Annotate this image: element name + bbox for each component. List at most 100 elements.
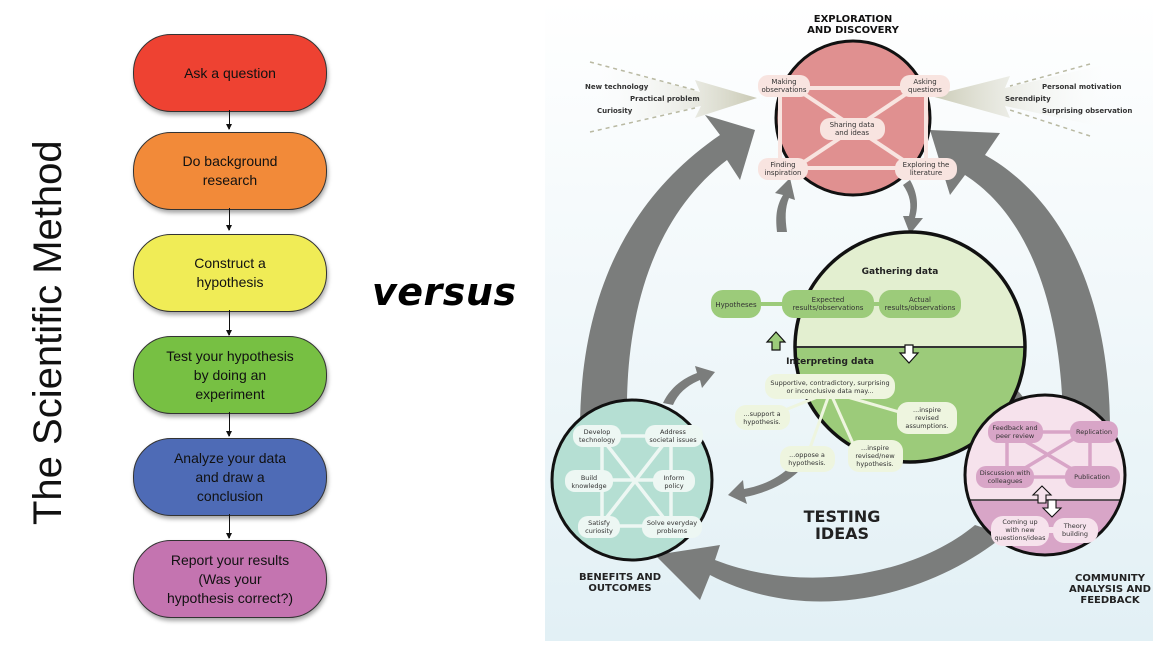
- node-expected-results: results/observations: [793, 304, 864, 312]
- node-actual-results: Actual: [909, 296, 931, 304]
- input-serendipity: Serendipity: [1005, 95, 1051, 103]
- input-curiosity: Curiosity: [597, 107, 633, 115]
- node-revised-hypothesis: revised/new: [855, 452, 895, 460]
- node-address-societal-issues: Address: [660, 428, 686, 436]
- arrow-testing-to-exploration: [775, 178, 795, 232]
- gathering-data-title: Gathering data: [862, 267, 939, 277]
- step-label: Analyze your data and draw a conclusion: [173, 449, 287, 504]
- input-new-technology: New technology: [585, 83, 649, 91]
- node-support-hypothesis: ...support a: [743, 410, 780, 418]
- step-label: Do background research: [182, 153, 278, 188]
- scientific-method-title: The Scientific Method: [26, 140, 70, 525]
- community-title: FEEDBACK: [1080, 595, 1140, 606]
- node-satisfy-curiosity: Satisfy: [588, 519, 610, 527]
- step-construct-hypothesis: Construct a hypothesis: [133, 234, 327, 312]
- node-publication: Publication: [1074, 473, 1110, 481]
- exploration-title: EXPLORATION: [814, 14, 892, 25]
- arrow-testing-to-benefits: [728, 465, 800, 504]
- step-background-research: Do background research: [133, 132, 327, 210]
- big-cycle-arrows: [580, 115, 1110, 602]
- up-arrow-icon: [1031, 485, 1053, 504]
- node-revised-hypothesis: ...inspire: [861, 444, 889, 452]
- community-title: COMMUNITY: [1075, 573, 1146, 584]
- node-expected-results: Expected: [812, 296, 845, 304]
- connector-arrow: [226, 412, 232, 437]
- node-inform-policy: Inform: [663, 474, 684, 482]
- arrow-exploration-to-testing: [903, 180, 923, 234]
- science-flowchart-panel: New technology Practical problem Curiosi…: [545, 0, 1153, 641]
- node-develop-technology: Develop: [584, 428, 611, 436]
- community-title: ANALYSIS AND: [1069, 584, 1151, 595]
- right-inputs: Personal motivation Serendipity Surprisi…: [931, 62, 1132, 137]
- left-input-arrow: [590, 62, 757, 130]
- testing-ideas-title: TESTING: [804, 507, 881, 526]
- step-ask-question: Ask a question: [133, 34, 327, 112]
- node-interpret-center: or inconclusive data may...: [786, 387, 873, 395]
- input-practical-problem: Practical problem: [630, 95, 700, 103]
- node-oppose-hypothesis: hypothesis.: [788, 459, 825, 467]
- down-arrow-icon: [898, 344, 920, 364]
- node-asking-questions: questions: [908, 86, 942, 94]
- node-sharing-data: Sharing data: [830, 121, 875, 129]
- benefits-title: OUTCOMES: [588, 583, 651, 594]
- node-making-observations: Making: [771, 78, 796, 86]
- step-label: Test your hypothesis by doing an experim…: [166, 347, 294, 402]
- node-interpret-center: Supportive, contradictory, surprising: [770, 379, 889, 387]
- benefits-circle: Develop technology Address societal issu…: [550, 398, 714, 594]
- up-arrow-icon: [765, 331, 787, 351]
- node-feedback-peer-review: Feedback and: [992, 424, 1037, 432]
- node-replication: Replication: [1076, 428, 1112, 436]
- node-feedback-peer-review: peer review: [996, 432, 1035, 440]
- versus-label: versus: [372, 270, 517, 314]
- node-solve-everyday-problems: problems: [657, 527, 688, 535]
- node-revised-assumptions: assumptions.: [905, 422, 948, 430]
- node-support-hypothesis: hypothesis.: [743, 418, 780, 426]
- connector-arrow: [226, 310, 232, 336]
- node-build-knowledge: knowledge: [571, 482, 606, 490]
- node-revised-hypothesis: hypothesis.: [856, 460, 893, 468]
- node-sharing-data: and ideas: [835, 129, 869, 137]
- step-label: Report your results (Was your hypothesis…: [166, 551, 294, 606]
- node-develop-technology: technology: [579, 436, 615, 444]
- node-inform-policy: policy: [664, 482, 683, 490]
- down-arrow-icon: [1041, 499, 1063, 518]
- node-coming-up-with-questions: Coming up: [1002, 518, 1037, 526]
- connector-arrow: [226, 514, 232, 539]
- node-exploring-literature: Exploring the: [903, 161, 950, 169]
- node-build-knowledge: Build: [581, 474, 597, 482]
- node-address-societal-issues: societal issues: [649, 436, 697, 444]
- arrow-benefits-to-exploration: [580, 115, 755, 430]
- node-theory-building: building: [1062, 530, 1088, 538]
- node-satisfy-curiosity: curiosity: [585, 527, 613, 535]
- step-label: Construct a hypothesis: [194, 255, 266, 290]
- step-test-hypothesis: Test your hypothesis by doing an experim…: [133, 336, 327, 414]
- left-inputs: New technology Practical problem Curiosi…: [585, 61, 757, 133]
- connector-arrow: [226, 208, 232, 231]
- node-asking-questions: Asking: [913, 78, 936, 86]
- right-input-arrow: [931, 62, 1115, 130]
- arrow-community-to-benefits: [655, 525, 1005, 602]
- node-exploring-literature: literature: [910, 169, 942, 177]
- arrow-community-to-exploration: [930, 130, 1110, 430]
- input-personal-motivation: Personal motivation: [1042, 83, 1122, 91]
- node-solve-everyday-problems: Solve everyday: [647, 519, 697, 527]
- testing-ideas-title: IDEAS: [815, 524, 869, 543]
- arrow-benefits-to-testing: [663, 366, 715, 405]
- node-hypotheses: Hypotheses: [715, 301, 757, 309]
- node-coming-up-with-questions: questions/ideas: [995, 534, 1047, 542]
- node-finding-inspiration: Finding: [770, 161, 795, 169]
- step-label: Ask a question: [184, 64, 276, 81]
- node-discussion-colleagues: Discussion with: [980, 469, 1030, 477]
- node-finding-inspiration: inspiration: [765, 169, 802, 177]
- node-revised-assumptions: revised: [915, 414, 939, 422]
- node-revised-assumptions: ...inspire: [913, 406, 941, 414]
- community-circle: Feedback and peer review Replication Dis…: [963, 393, 1151, 606]
- step-analyze-data: Analyze your data and draw a conclusion: [133, 438, 327, 516]
- input-surprising-observation: Surprising observation: [1042, 107, 1132, 115]
- node-coming-up-with-questions: with new: [1005, 526, 1035, 534]
- step-report-results: Report your results (Was your hypothesis…: [133, 540, 327, 618]
- node-discussion-colleagues: colleagues: [988, 477, 1023, 485]
- connector-arrow: [226, 110, 232, 130]
- node-theory-building: Theory: [1063, 522, 1087, 530]
- node-making-observations: observations: [761, 86, 806, 94]
